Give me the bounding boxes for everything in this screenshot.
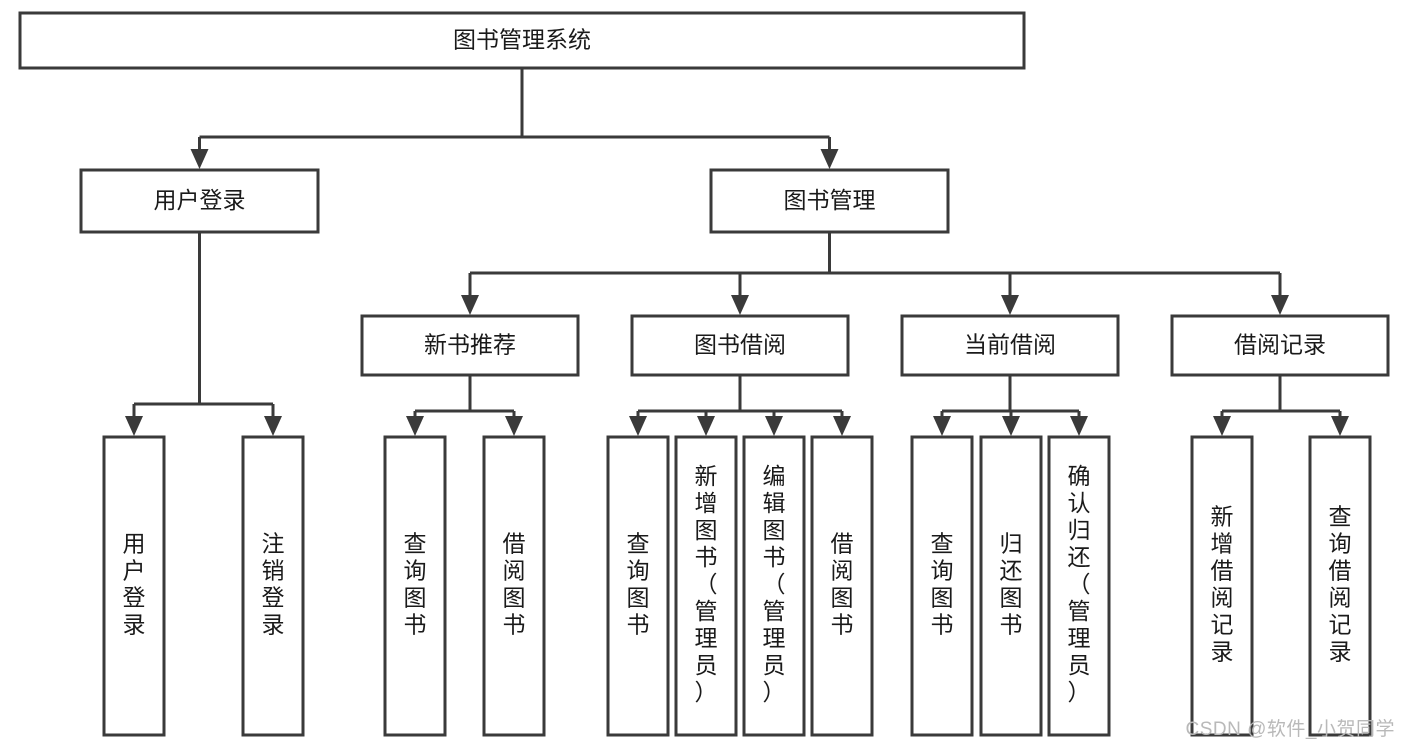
node-l2-1-box[interactable] [709,168,950,234]
node-leaf-3[interactable]: 借阅图书 [482,435,546,737]
node-leaf-0-label: 用户登录 [123,531,146,638]
node-leaf-7[interactable]: 借阅图书 [810,435,874,737]
node-leaf-11-box[interactable] [1190,435,1254,737]
node-leaf-1-box[interactable] [241,435,305,737]
node-l3-2-box[interactable] [900,314,1120,377]
arrow-head-icon [461,295,479,315]
node-root-book-management-system-label: 图书管理系统 [453,27,591,53]
arrow-head-icon [1331,416,1349,436]
node-l3-3[interactable]: 借阅记录 [1170,314,1390,377]
node-l3-1-label: 图书借阅 [694,332,786,358]
node-leaf-10[interactable]: 确认归还（管理员） [1047,435,1111,737]
node-leaf-12-label: 查询借阅记录 [1329,504,1352,665]
node-leaf-8-box[interactable] [910,435,974,737]
node-leaf-4-box[interactable] [606,435,670,737]
arrow-head-icon [833,416,851,436]
node-l3-0[interactable]: 新书推荐 [360,314,580,377]
arrow-head-icon [505,416,523,436]
arrow-head-icon [1001,295,1019,315]
node-leaf-8[interactable]: 查询图书 [910,435,974,737]
arrow-head-icon [765,416,783,436]
node-leaf-8-label: 查询图书 [931,531,954,638]
node-leaf-6-label: 编辑图书（管理员） [763,463,786,705]
node-l3-3-box[interactable] [1170,314,1390,377]
node-leaf-12[interactable]: 查询借阅记录 [1308,435,1372,737]
node-leaf-7-label: 借阅图书 [831,531,854,638]
node-leaf-2-box[interactable] [383,435,447,737]
node-leaf-2[interactable]: 查询图书 [383,435,447,737]
node-root-book-management-system-box[interactable] [18,11,1026,70]
node-leaf-4[interactable]: 查询图书 [606,435,670,737]
node-l3-0-box[interactable] [360,314,580,377]
node-leaf-0[interactable]: 用户登录 [102,435,166,737]
arrow-head-icon [406,416,424,436]
node-leaf-9[interactable]: 归还图书 [979,435,1043,737]
arrow-head-icon [1002,416,1020,436]
node-leaf-2-label: 查询图书 [404,531,427,638]
node-leaf-3-box[interactable] [482,435,546,737]
node-leaf-5-box[interactable] [674,435,738,737]
node-leaf-5[interactable]: 新增图书（管理员） [674,435,738,737]
node-l3-0-label: 新书推荐 [424,332,516,358]
arrow-head-icon [1271,295,1289,315]
node-leaf-12-box[interactable] [1308,435,1372,737]
node-leaf-9-label: 归还图书 [1000,531,1023,638]
arrow-head-icon [190,149,209,169]
node-l3-2[interactable]: 当前借阅 [900,314,1120,377]
node-l2-0-box[interactable] [79,168,320,234]
node-leaf-1[interactable]: 注销登录 [241,435,305,737]
arrow-head-icon [629,416,647,436]
node-leaf-11-label: 新增借阅记录 [1211,504,1234,665]
node-leaf-10-label: 确认归还（管理员） [1068,463,1091,705]
node-leaf-7-box[interactable] [810,435,874,737]
arrow-head-icon [697,416,715,436]
arrow-head-icon [731,295,749,315]
arrow-head-icon [1070,416,1088,436]
node-leaf-6-box[interactable] [742,435,806,737]
node-leaf-3-label: 借阅图书 [503,531,526,638]
node-l3-3-label: 借阅记录 [1234,332,1326,358]
node-l2-0[interactable]: 用户登录 [79,168,320,234]
node-leaf-5-label: 新增图书（管理员） [695,463,718,705]
node-l2-1[interactable]: 图书管理 [709,168,950,234]
arrow-head-icon [1213,416,1231,436]
node-leaf-9-box[interactable] [979,435,1043,737]
node-l2-1-label: 图书管理 [784,187,876,213]
arrow-head-icon [933,416,951,436]
node-leaf-1-label: 注销登录 [262,531,285,638]
node-leaf-4-label: 查询图书 [627,531,650,638]
arrow-head-icon [125,416,143,436]
node-leaf-6[interactable]: 编辑图书（管理员） [742,435,806,737]
arrow-head-icon [264,416,282,436]
node-l3-2-label: 当前借阅 [964,332,1056,358]
node-leaf-10-box[interactable] [1047,435,1111,737]
node-root-book-management-system[interactable]: 图书管理系统 [18,11,1026,70]
node-leaf-0-box[interactable] [102,435,166,737]
node-leaf-11[interactable]: 新增借阅记录 [1190,435,1254,737]
arrow-head-icon [820,149,839,169]
node-l3-1-box[interactable] [630,314,850,377]
node-l2-0-label: 用户登录 [154,187,246,213]
node-l3-1[interactable]: 图书借阅 [630,314,850,377]
